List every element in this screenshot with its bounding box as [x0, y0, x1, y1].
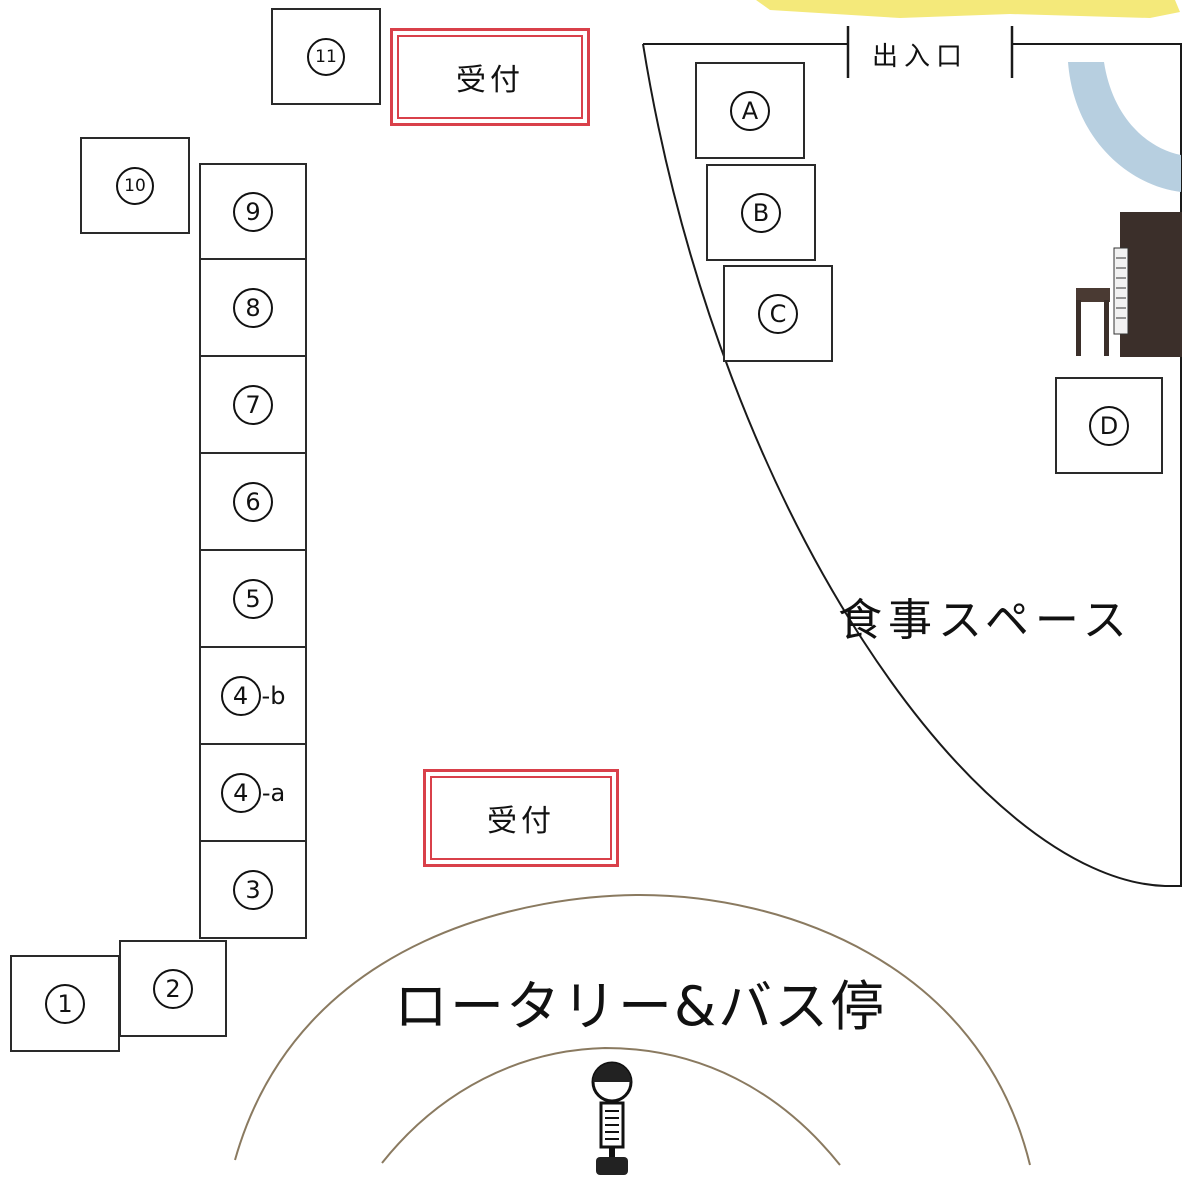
top-highlight [756, 0, 1180, 18]
rotary-bus-stop-label: ロータリー&バス停 [394, 975, 887, 1038]
booth-B-letter: B [741, 192, 781, 233]
booth-4-b[interactable]: 4 -b [199, 648, 307, 745]
rotary-outer-arc [234, 893, 1031, 1166]
booth-A-letter: A [730, 90, 770, 131]
booth-7[interactable]: 7 [199, 357, 307, 454]
dining-boundary [642, 43, 1182, 887]
booth-10-number: 10 [116, 166, 154, 205]
booth-6[interactable]: 6 [199, 454, 307, 551]
booth-2-number: 2 [153, 968, 193, 1009]
booth-9-number: 9 [233, 191, 273, 232]
booth-5[interactable]: 5 [199, 551, 307, 648]
booth-8[interactable]: 8 [199, 260, 307, 357]
booth-9[interactable]: 9 [199, 163, 307, 260]
reception-top[interactable]: 受付 [390, 28, 590, 126]
piano-icon [1076, 212, 1182, 357]
booth-3-number: 3 [233, 869, 273, 910]
bus-stop-icon [591, 1061, 633, 1175]
booth-2[interactable]: 2 [119, 940, 227, 1037]
entrance-label: 出入口 [872, 42, 969, 72]
booth-4b-number: 4 [220, 675, 261, 716]
sky-band [1068, 62, 1181, 192]
booth-11[interactable]: 11 [271, 8, 381, 105]
reception-bottom-label: 受付 [430, 776, 612, 860]
booth-5-number: 5 [233, 578, 273, 619]
booth-10[interactable]: 10 [80, 137, 190, 234]
booth-A[interactable]: A [695, 62, 805, 159]
booth-C[interactable]: C [723, 265, 833, 362]
booth-3[interactable]: 3 [199, 842, 307, 939]
booth-4b-suffix: -b [261, 681, 286, 710]
booth-1-number: 1 [45, 983, 85, 1024]
reception-top-label: 受付 [397, 35, 583, 119]
booth-4a-number: 4 [220, 772, 261, 813]
booth-D-letter: D [1089, 405, 1129, 446]
booth-4-a[interactable]: 4 -a [199, 745, 307, 842]
booth-B[interactable]: B [706, 164, 816, 261]
booth-7-number: 7 [233, 384, 273, 425]
dining-area-label: 食事スペース [838, 595, 1133, 646]
booth-D[interactable]: D [1055, 377, 1163, 474]
booth-C-letter: C [758, 293, 798, 334]
booth-1[interactable]: 1 [10, 955, 120, 1052]
booth-6-number: 6 [233, 481, 273, 522]
booth-4a-suffix: -a [261, 778, 286, 807]
rotary-inner-arc [381, 1046, 841, 1166]
booth-11-number: 11 [307, 37, 345, 76]
booth-8-number: 8 [233, 287, 273, 328]
reception-bottom[interactable]: 受付 [423, 769, 619, 867]
